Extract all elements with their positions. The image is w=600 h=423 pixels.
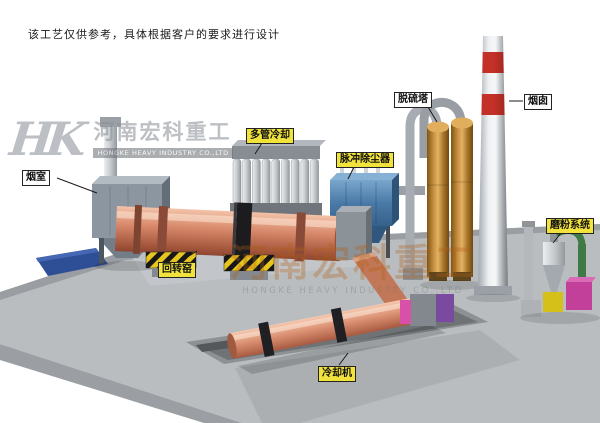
label-rotary-kiln: 回转窑 bbox=[158, 262, 196, 278]
kiln-girth-gear bbox=[234, 202, 253, 267]
label-smoke-chamber: 烟室 bbox=[22, 170, 50, 186]
chimney bbox=[466, 36, 520, 302]
leader-lines bbox=[56, 100, 562, 366]
kiln-hood bbox=[336, 206, 408, 308]
label-desulfurization-tower: 脱硫塔 bbox=[394, 92, 432, 108]
bucket-elevator bbox=[524, 226, 533, 312]
label-chimney: 烟囱 bbox=[524, 94, 552, 110]
label-cooling-machine: 冷却机 bbox=[318, 366, 356, 382]
cooler-head-housing bbox=[410, 294, 436, 326]
base-plate bbox=[36, 248, 108, 276]
discharge-chute bbox=[352, 252, 408, 308]
label-grinding-system: 磨粉系统 bbox=[546, 218, 594, 234]
label-multi-tube-cooler: 多管冷却 bbox=[246, 128, 294, 144]
label-pulse-dust-collector: 脉冲除尘器 bbox=[336, 152, 394, 168]
design-note: 该工艺仅供参考，具体根据客户的要求进行设计 bbox=[28, 28, 280, 41]
flue-ducts bbox=[403, 97, 466, 280]
desulfurization-tower-left bbox=[427, 127, 449, 277]
kiln-support-hazard-right bbox=[223, 254, 275, 272]
grinder-magenta-unit bbox=[566, 282, 592, 310]
desulfurization-tower-right bbox=[451, 123, 473, 277]
cooling-machine bbox=[227, 294, 454, 374]
cyclone-body bbox=[543, 242, 565, 265]
desulfurization-towers bbox=[420, 117, 484, 290]
